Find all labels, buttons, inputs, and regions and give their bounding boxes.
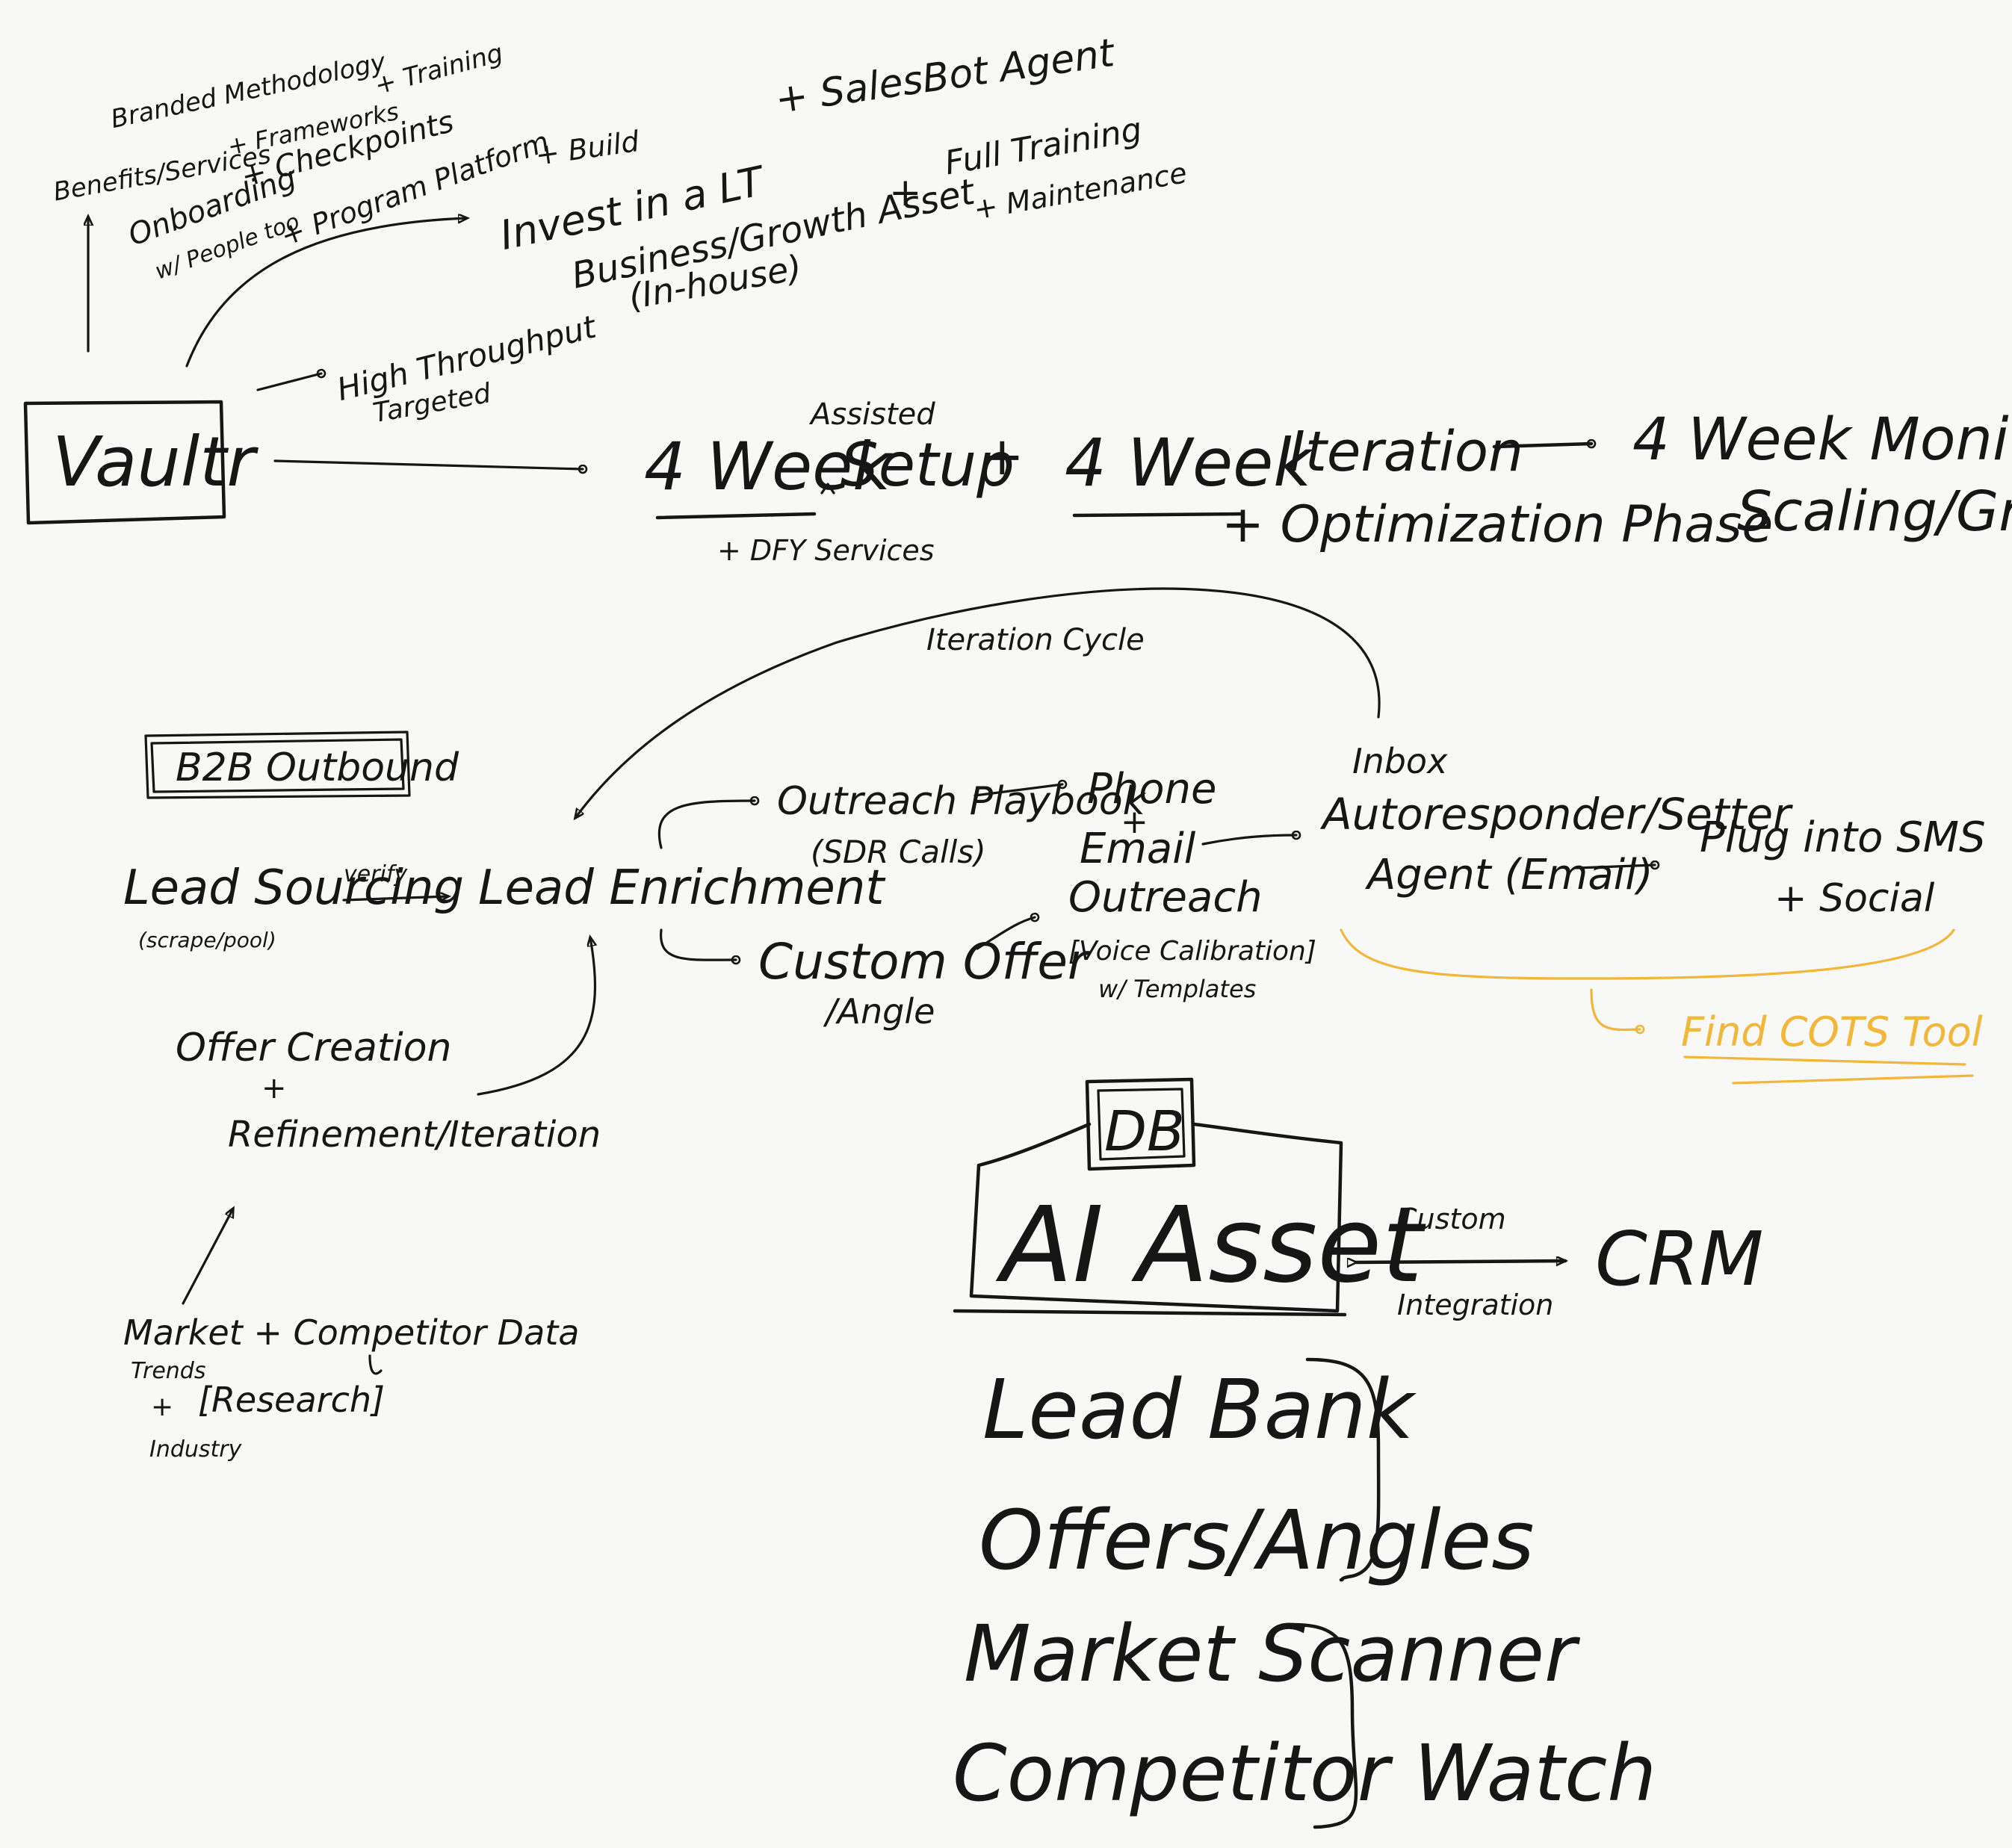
- salesbot-agent: + SalesBot Agent: [773, 31, 1118, 123]
- db-box-inner: [1097, 1088, 1186, 1161]
- enrichment-to-playbook: [657, 801, 755, 849]
- dfy-services: + DFY Services: [717, 534, 935, 567]
- b2b-box-inner: [150, 738, 405, 793]
- plus-offer: +: [261, 1071, 287, 1106]
- lead-enrichment: Lead Enrichment: [478, 861, 886, 916]
- ai-asset-underline: [953, 1309, 1347, 1317]
- asset-item-offers-angles: Offers/Angles: [979, 1492, 1535, 1588]
- plus-label-flow: +: [1121, 803, 1148, 841]
- asset-item-market-scanner: Market Scanner: [964, 1608, 1581, 1699]
- plus-phases: +: [980, 426, 1024, 487]
- outreach-playbook: Outreach Playbook: [777, 779, 1147, 824]
- vaultr-invest-arrow: [185, 218, 467, 368]
- b2b-box: [144, 731, 411, 799]
- integration-arrow: [1356, 1261, 1565, 1262]
- lead-sourcing: Lead Sourcing: [123, 861, 464, 916]
- crm-label: CRM: [1595, 1215, 1764, 1303]
- phase3-arrow: [1492, 444, 1591, 447]
- build: + Build: [533, 125, 642, 172]
- custom-label: Custom: [1397, 1203, 1506, 1235]
- plug-into-sms: Plug into SMS: [1700, 813, 1986, 862]
- phase1-setup: Setup: [841, 430, 1015, 500]
- iteration-cycle-label: Iteration Cycle: [926, 623, 1145, 657]
- email-label: Email: [1080, 825, 1196, 873]
- phase3-monitored: 4 Week Monitored: [1632, 406, 2012, 474]
- inbox-label: Inbox: [1352, 741, 1448, 781]
- offer-creation: Offer Creation: [176, 1026, 452, 1070]
- autoresponder-setter: Autoresponder/Setter: [1319, 789, 1793, 840]
- yellow-brace: [1340, 928, 1955, 980]
- assisted-label: Assisted: [808, 397, 935, 432]
- market-competitor-data: Market + Competitor Data: [123, 1312, 580, 1353]
- yellow-underline: [1683, 1055, 1974, 1085]
- trends-label: Trends: [131, 1358, 205, 1384]
- yellow-arrow: [1590, 988, 1640, 1030]
- refinement-iteration: Refinement/Iteration: [228, 1114, 601, 1156]
- playbook-to-phone: [974, 784, 1062, 797]
- training: + Training: [371, 38, 506, 101]
- with-templates: w/ Templates: [1098, 975, 1256, 1003]
- vaultr-to-setup-arrow: [273, 459, 583, 469]
- asset-item-lead-bank: Lead Bank: [982, 1362, 1417, 1457]
- agent-email: Agent (Email): [1365, 851, 1653, 899]
- right-brace-upper: [1305, 1357, 1381, 1582]
- enrichment-to-offer: [660, 928, 736, 960]
- high-throughput-connector: [256, 373, 321, 391]
- ai-asset-label: AI Asset: [995, 1185, 1426, 1306]
- plus-market: +: [151, 1392, 173, 1422]
- find-cots-tool: Find COTS Tool: [1681, 1008, 1983, 1055]
- iteration-cycle-arc: [575, 587, 1381, 818]
- outreach-to-autoresponder: [1201, 835, 1296, 846]
- market-to-refinement: [182, 1209, 233, 1305]
- plus-social: + Social: [1774, 876, 1935, 921]
- db-label: DB: [1104, 1100, 1185, 1164]
- phase1-four-week: 4 Week: [644, 428, 893, 505]
- db-box: [1085, 1077, 1196, 1171]
- phase2-four-week: 4 Week: [1065, 424, 1313, 501]
- outreach-label: Outreach: [1068, 873, 1263, 922]
- custom-offer: Custom Offer: [758, 933, 1091, 990]
- phase2-optimization: + Optimization Phase: [1222, 495, 1773, 554]
- autoresponder-to-sms: [1575, 865, 1655, 868]
- phase3-scaling: Scaling/Growth: [1737, 480, 2012, 544]
- asset-item-competitor-watch: Competitor Watch: [953, 1728, 1656, 1819]
- phase1-underline: [655, 512, 817, 520]
- vaultr-label: Vaultr: [52, 422, 259, 502]
- scrape-pool: (scrape/pool): [138, 928, 276, 952]
- offer-to-outreach: [976, 917, 1035, 950]
- verify-label: verify: [344, 861, 408, 887]
- voice-calibration: [Voice Calibration]: [1068, 936, 1316, 967]
- vaultr-box: [23, 400, 226, 525]
- caret-mark: [820, 483, 835, 494]
- sdr-calls: (SDR Calls): [811, 834, 986, 870]
- right-brace-lower: [1290, 1622, 1358, 1829]
- ai-asset-box: [969, 1122, 1343, 1313]
- refinement-to-enrichment: [477, 937, 595, 1096]
- integration-label: Integration: [1397, 1289, 1553, 1321]
- b2b-outbound: B2B Outbound: [176, 745, 459, 790]
- research-label: [Research]: [198, 1380, 385, 1420]
- sourcing-to-enrichment-arrow: [342, 896, 448, 900]
- phase2-iteration: Iteration: [1289, 420, 1523, 484]
- phase2-underline: [1072, 512, 1242, 518]
- plus-sign: +: [889, 170, 922, 215]
- angle-label: /Angle: [823, 991, 935, 1032]
- industry-label: Industry: [149, 1436, 243, 1463]
- research-hook: [368, 1354, 383, 1375]
- phone-label: Phone: [1087, 765, 1216, 813]
